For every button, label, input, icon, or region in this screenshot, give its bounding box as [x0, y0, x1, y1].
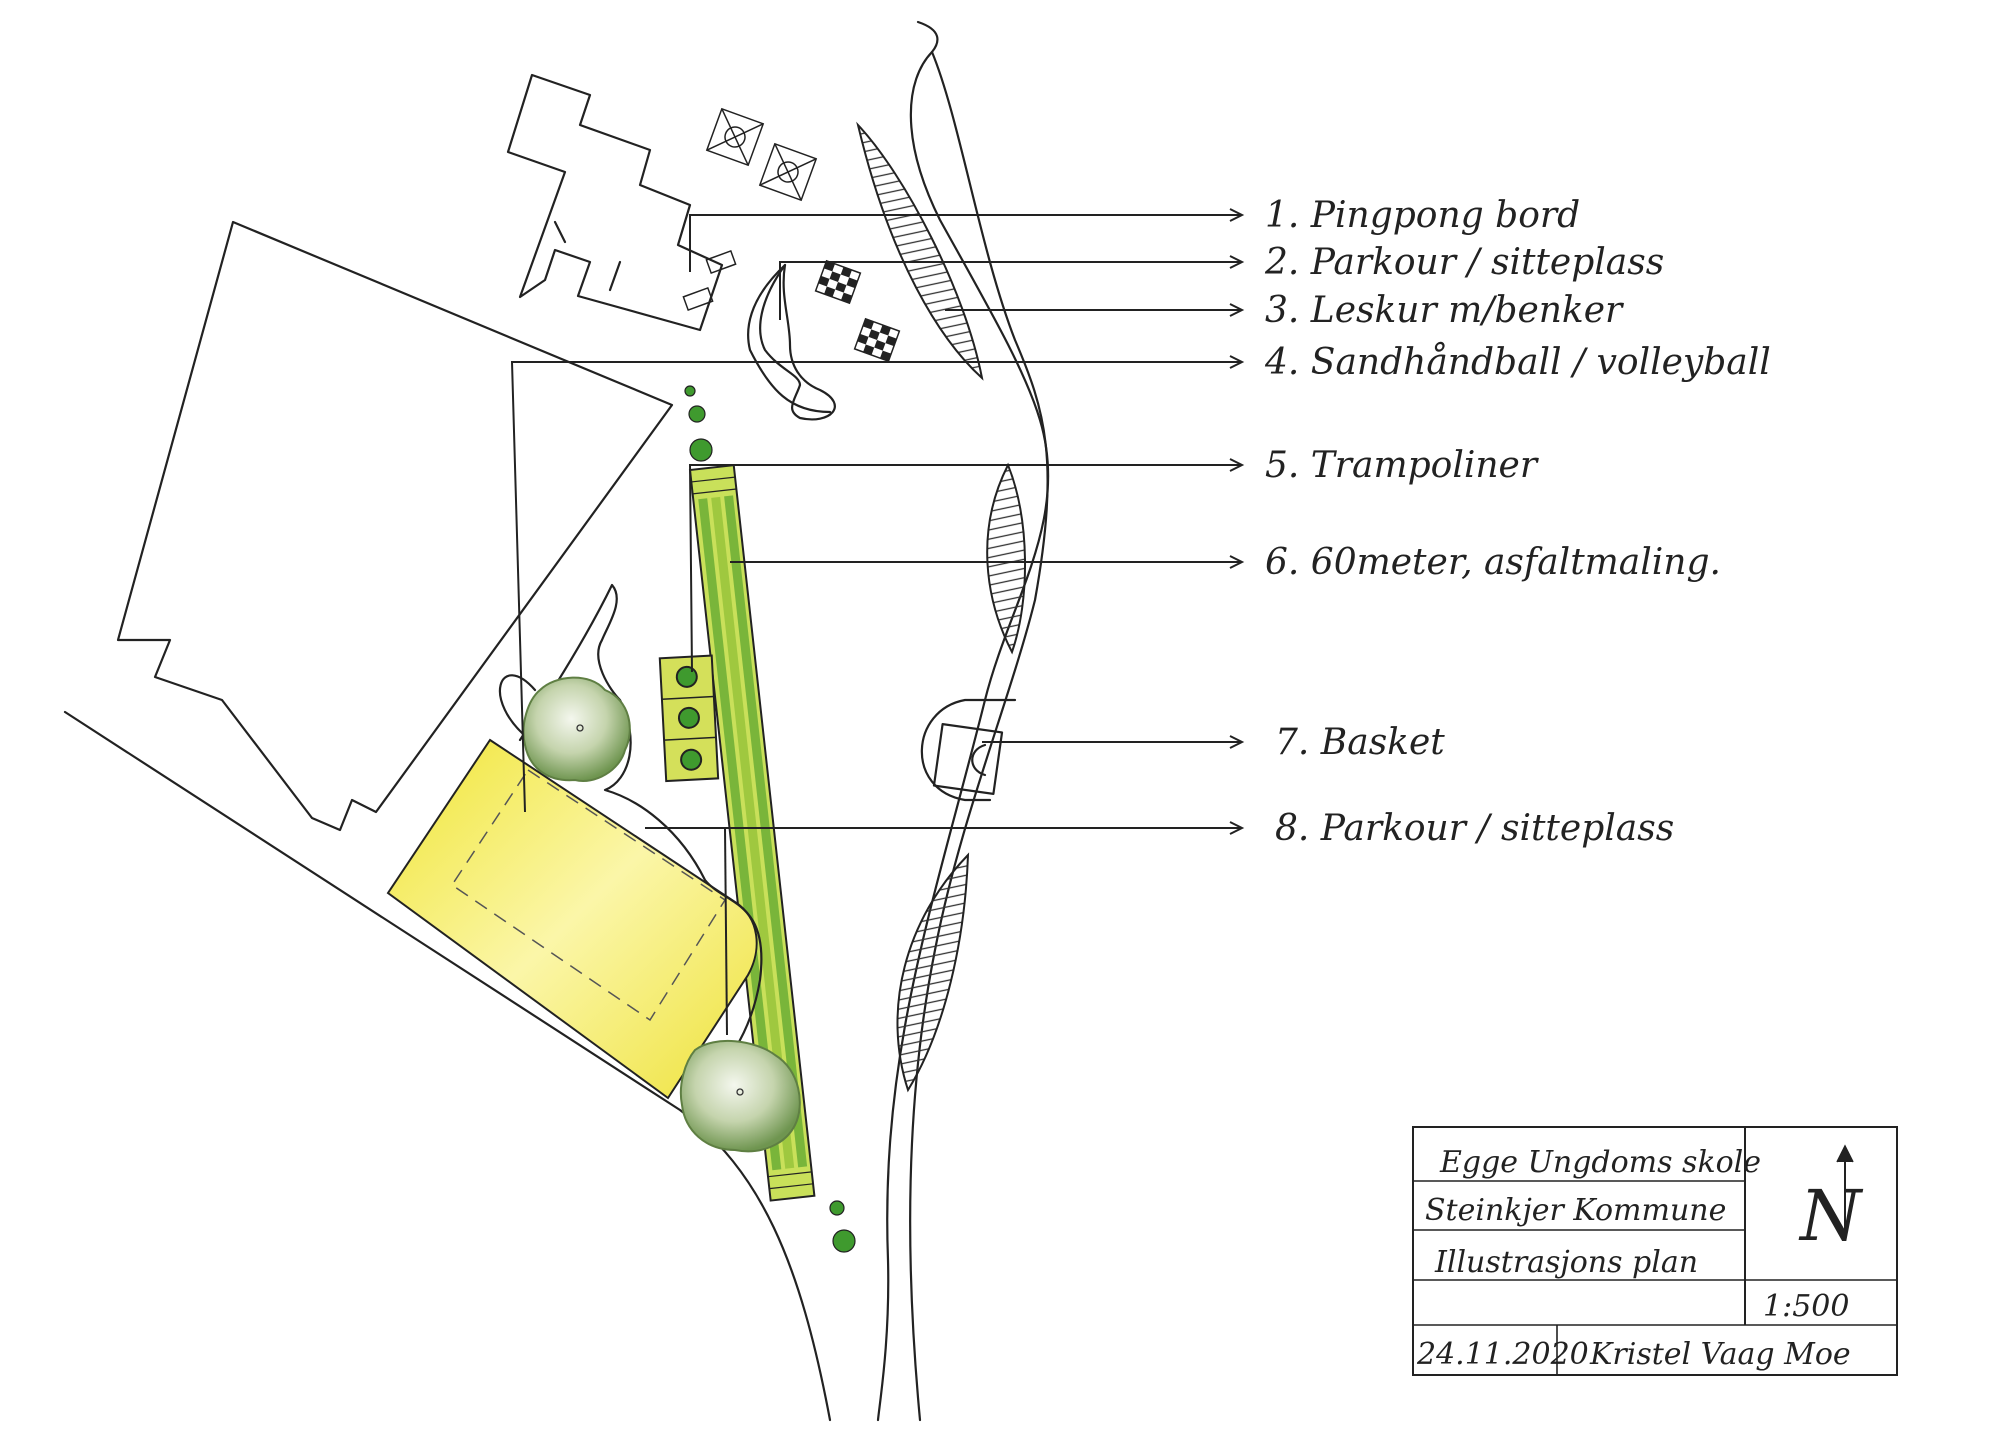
legend-item-3: 3. Leskur m/benker: [1265, 290, 1624, 331]
walkway: [876, 20, 1050, 1422]
trampolines: [658, 654, 720, 783]
sprint-track: [688, 464, 816, 1202]
checker-block-2: [853, 317, 901, 363]
title-school: Egge Ungdoms skole: [1439, 1145, 1761, 1180]
green-dots-south: [829, 1200, 856, 1253]
pingpong-table-1: [705, 107, 765, 167]
author-label: Kristel Vaag Moe: [1589, 1337, 1851, 1372]
north-arrow-icon: [1836, 1144, 1854, 1240]
building-north: [506, 73, 724, 332]
parkour-area-2: [747, 259, 901, 421]
basket-court: [920, 698, 1017, 802]
legend-item-4: 4. Sandhåndball / volleyball: [1264, 342, 1771, 383]
leader-lines: [510, 208, 1245, 1036]
checker-block-1: [814, 259, 862, 305]
school-buildings: [116, 73, 724, 832]
title-municipality: Steinkjer Kommune: [1425, 1193, 1726, 1228]
title-block: Egge Ungdoms skole Steinkjer Kommune Ill…: [1412, 1126, 1898, 1376]
legend-item-1: 1. Pingpong bord: [1265, 195, 1580, 236]
legend: 1. Pingpong bord 2. Parkour / sitteplass…: [1264, 195, 1771, 849]
shelter-1: [856, 121, 984, 381]
date-label: 24.11.2020: [1416, 1337, 1589, 1372]
trees: [522, 676, 801, 1153]
green-dots-north: [684, 385, 713, 462]
legend-item-7: 7. Basket: [1275, 722, 1445, 763]
building-main: [116, 220, 674, 832]
building-north-details: [553, 220, 622, 292]
pingpong-tables: [705, 107, 818, 202]
parkour-area-8: [498, 583, 763, 1082]
legend-item-5: 5. Trampoliner: [1265, 445, 1539, 486]
tree-2: [679, 1039, 801, 1153]
scale-label: 1:500: [1763, 1289, 1849, 1324]
shelter-2: [986, 462, 1026, 655]
pingpong-table-2: [758, 142, 818, 202]
title-plan-type: Illustrasjons plan: [1434, 1245, 1698, 1280]
north-label: N: [1798, 1175, 1864, 1257]
legend-item-6: 6. 60meter, asfaltmaling.: [1265, 542, 1721, 583]
shelter-3: [896, 852, 970, 1093]
small-benches: [682, 250, 737, 311]
legend-item-2: 2. Parkour / sitteplass: [1264, 242, 1664, 283]
sand-court: [386, 738, 758, 1100]
legend-item-8: 8. Parkour / sitteplass: [1275, 808, 1674, 849]
shelters: [856, 121, 1026, 1093]
